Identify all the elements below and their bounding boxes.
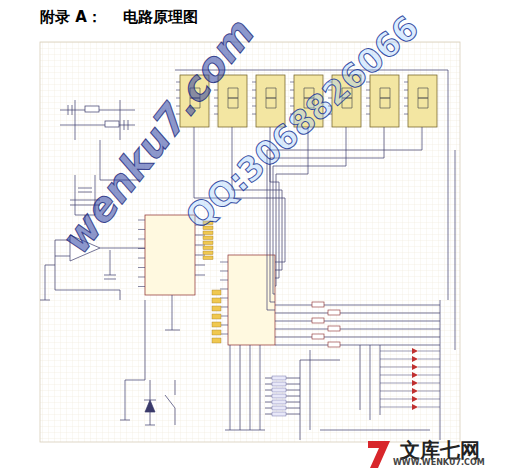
page-title: 附录 A： 电路原理图 xyxy=(40,10,198,25)
logo-mark xyxy=(368,441,390,468)
logo-text: 文库七网 xyxy=(400,440,480,460)
logo-url: WWW.WENKU7.COM xyxy=(393,459,485,467)
sheet-grid xyxy=(40,42,460,442)
